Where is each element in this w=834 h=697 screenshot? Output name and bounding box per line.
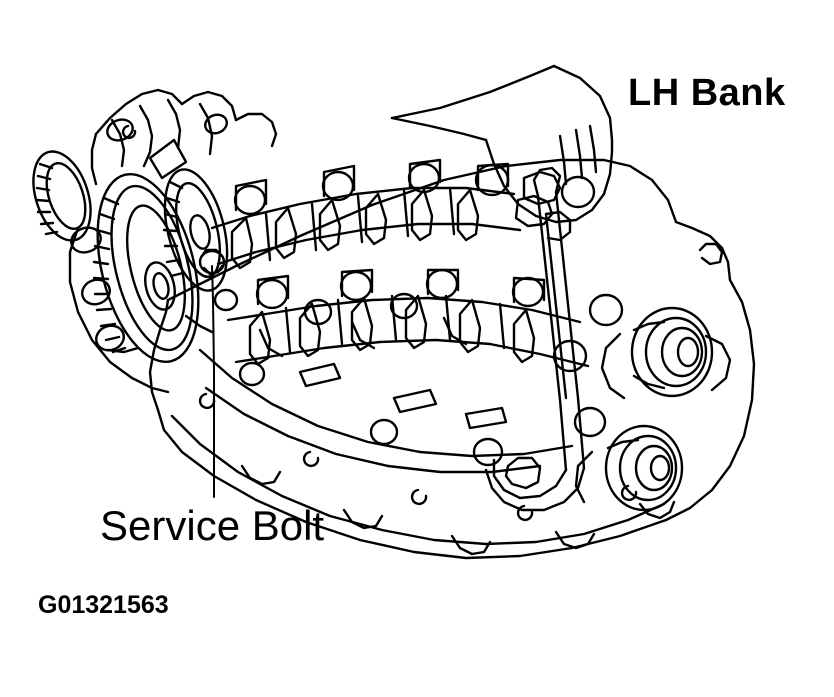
timing-sprocket-assembly (32, 150, 229, 364)
line-art-group (32, 64, 756, 560)
figure-id-label: G01321563 (38, 591, 169, 619)
cylinder-head-casting (148, 158, 756, 560)
lh-bank-label: LH Bank (628, 72, 786, 114)
hex-wrench (484, 166, 586, 512)
service-bolt (198, 248, 226, 276)
camshaft-upper (210, 158, 596, 270)
service-bolt-label: Service Bolt (100, 502, 325, 549)
valve-lifter-bores (574, 306, 732, 512)
casting-ribs (184, 288, 607, 474)
timing-cover-housing (68, 88, 278, 394)
service-bolt-leader-line (211, 265, 215, 498)
